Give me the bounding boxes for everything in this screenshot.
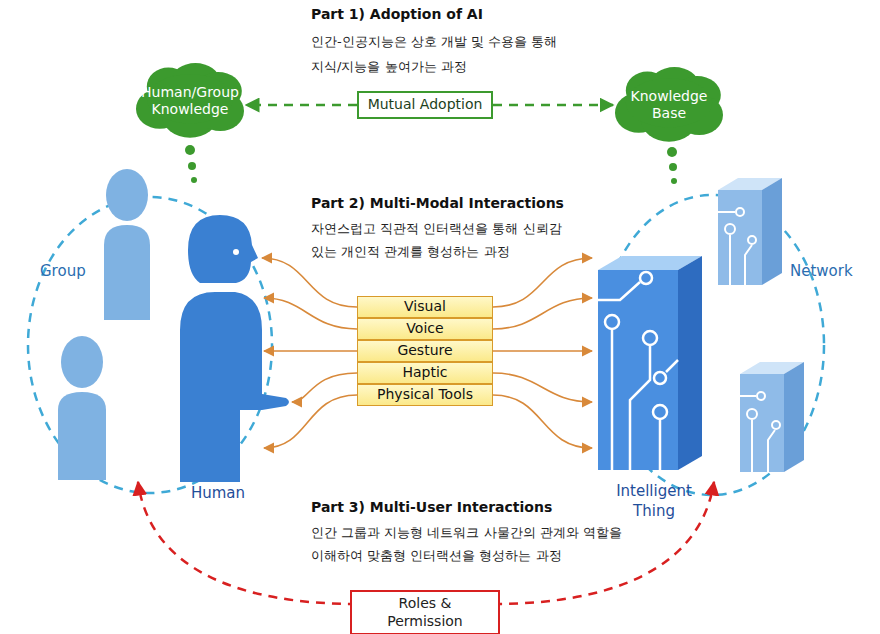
part-description: 인간-인공지능은 상호 개발 및 수용을 통해 지식/지능을 높여가는 과정: [311, 30, 573, 79]
figure-label: Human: [178, 484, 258, 504]
node-text: Gesture: [397, 342, 452, 360]
part-title: Part 1) Adoption of AI: [311, 5, 631, 23]
roles-arrow: [138, 482, 714, 604]
node-text: Roles & Permission: [360, 595, 491, 630]
adoption-box: Mutual Adoption: [357, 91, 493, 119]
small-server: [718, 178, 804, 472]
modality-row: Gesture: [357, 340, 493, 362]
interaction-arrow: [262, 258, 592, 448]
region-label: Group: [40, 262, 110, 282]
node-text: Mutual Adoption: [368, 96, 483, 114]
node-text: Voice: [406, 320, 443, 338]
thought-dots: [185, 145, 677, 184]
part-title: Part 3) Multi-User Interactions: [311, 498, 631, 516]
node-text: Knowledge Base: [629, 88, 709, 123]
node-text: Visual: [404, 298, 446, 316]
knowledge-cloud: Knowledge Base: [615, 66, 723, 144]
node-text: Human/Group Knowledge: [141, 84, 239, 119]
figure-label: Intelligent Thing: [598, 482, 710, 521]
knowledge-cloud: Human/Group Knowledge: [136, 62, 244, 140]
adoption-connector: [493, 104, 613, 107]
node-text: Physical Tools: [377, 386, 473, 404]
roles-box: Roles & Permission: [350, 590, 501, 634]
modality-row: Haptic: [357, 362, 493, 384]
group-person: [58, 169, 150, 480]
adoption-connector: [246, 104, 357, 107]
human-figure: [180, 215, 289, 482]
part-title: Part 2) Multi-Modal Interactions: [311, 194, 631, 212]
modality-row: Physical Tools: [357, 384, 493, 406]
server-figure: [598, 256, 702, 470]
region-label: Network: [790, 262, 870, 282]
modality-row: Visual: [357, 296, 493, 318]
part-description: 인간 그룹과 지능형 네트워크 사물간의 관계와 역할을 이해하여 맞춤형 인터…: [311, 522, 629, 568]
node-text: Haptic: [402, 364, 447, 382]
modality-row: Voice: [357, 318, 493, 340]
part-description: 자연스럽고 직관적 인터랙션을 통해 신뢰감있는 개인적 관계를 형성하는 과정: [311, 218, 563, 264]
